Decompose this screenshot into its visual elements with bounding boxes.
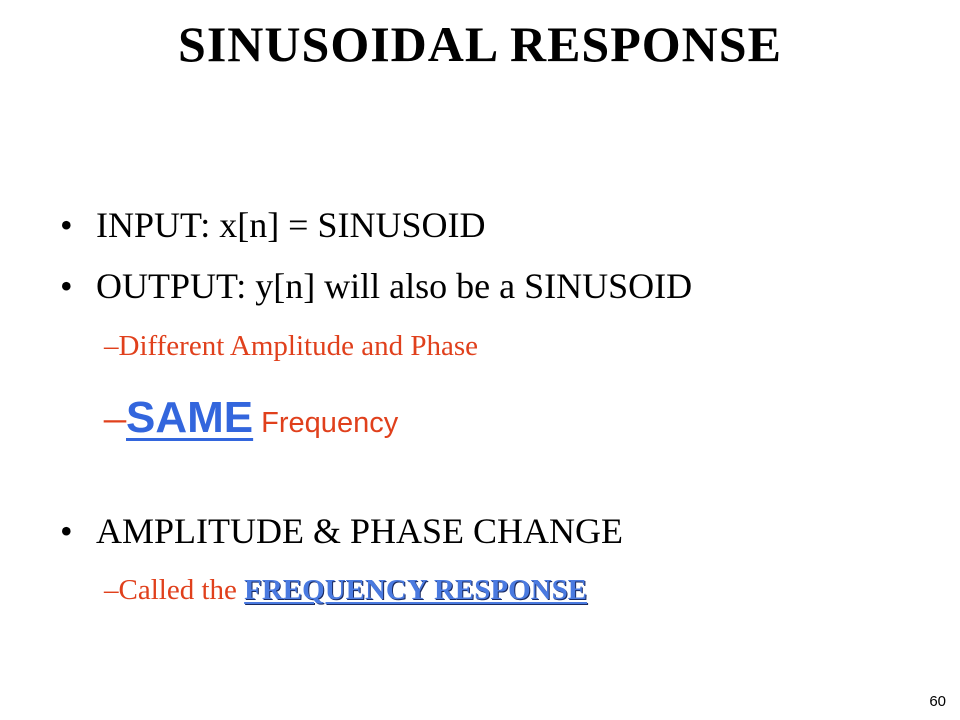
page-number: 60 (929, 693, 946, 710)
sub-item-same: –SAME Frequency (104, 390, 398, 456)
frequency-response-emphasis: FREQUENCY RESPONSE (244, 574, 588, 606)
bullet-amplitude-phase: AMPLITUDE & PHASE CHANGE (96, 511, 624, 551)
bullet-marker: • (60, 266, 73, 306)
sub-item-different: –Different Amplitude and Phase (104, 328, 478, 364)
same-frequency-text: Frequency (253, 407, 399, 439)
same-emphasis: SAME (126, 393, 254, 442)
slide-title: SINUSOIDAL RESPONSE (178, 16, 782, 72)
sub-item-called: –Called the FREQUENCY RESPONSE (104, 572, 587, 608)
dash-marker: – (104, 574, 119, 606)
bullet-marker: • (60, 511, 73, 551)
called-prefix-text: Called the (118, 574, 245, 606)
bullet-output: OUTPUT: y[n] will also be a SINUSOID (96, 266, 693, 306)
dash-marker: – (104, 330, 119, 362)
bullet-marker: • (60, 205, 73, 245)
dash-marker: – (104, 393, 126, 442)
bullet-input: INPUT: x[n] = SINUSOID (96, 205, 486, 245)
sub-item-different-text: Different Amplitude and Phase (118, 330, 478, 362)
